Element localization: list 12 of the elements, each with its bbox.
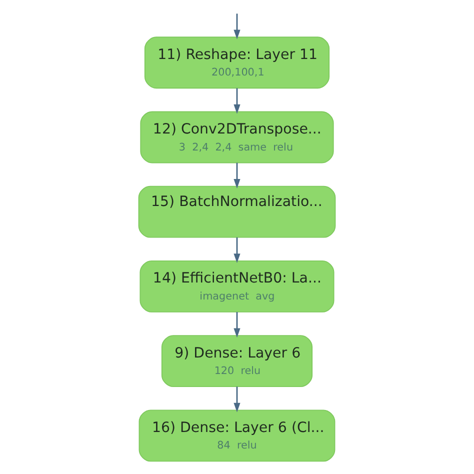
arrow <box>234 312 240 338</box>
node-box: 12) Conv2DTranspose... 3 2,4 2,4 same relu <box>140 111 334 164</box>
node-box: 11) Reshape: Layer 11 200,100,1 <box>144 36 330 89</box>
arrow <box>234 162 240 188</box>
arrow <box>234 386 240 412</box>
node-box: 9) Dense: Layer 6 120 relu <box>161 335 313 388</box>
node-box: 16) Dense: Layer 6 (Cl... 84 relu <box>138 410 336 462</box>
arrow <box>234 14 240 40</box>
node-box: 14) EfficientNetB0: La... imagenet avg <box>140 260 334 312</box>
arrow <box>234 237 240 264</box>
arrow <box>234 88 240 114</box>
node-box: 15) BatchNormalizatio... <box>138 186 336 238</box>
